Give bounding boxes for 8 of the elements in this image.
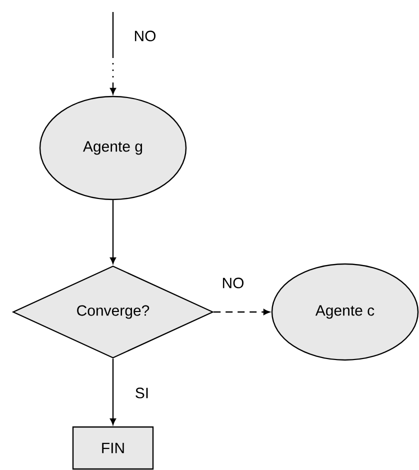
arrow <box>110 358 116 425</box>
edge-label: NO <box>222 278 244 288</box>
arrow <box>214 309 270 315</box>
end-box: FIN <box>72 426 154 470</box>
edge-label: NO <box>134 30 156 42</box>
arrow <box>110 200 116 264</box>
arrow <box>110 12 116 94</box>
edge-label: SI <box>136 388 148 398</box>
